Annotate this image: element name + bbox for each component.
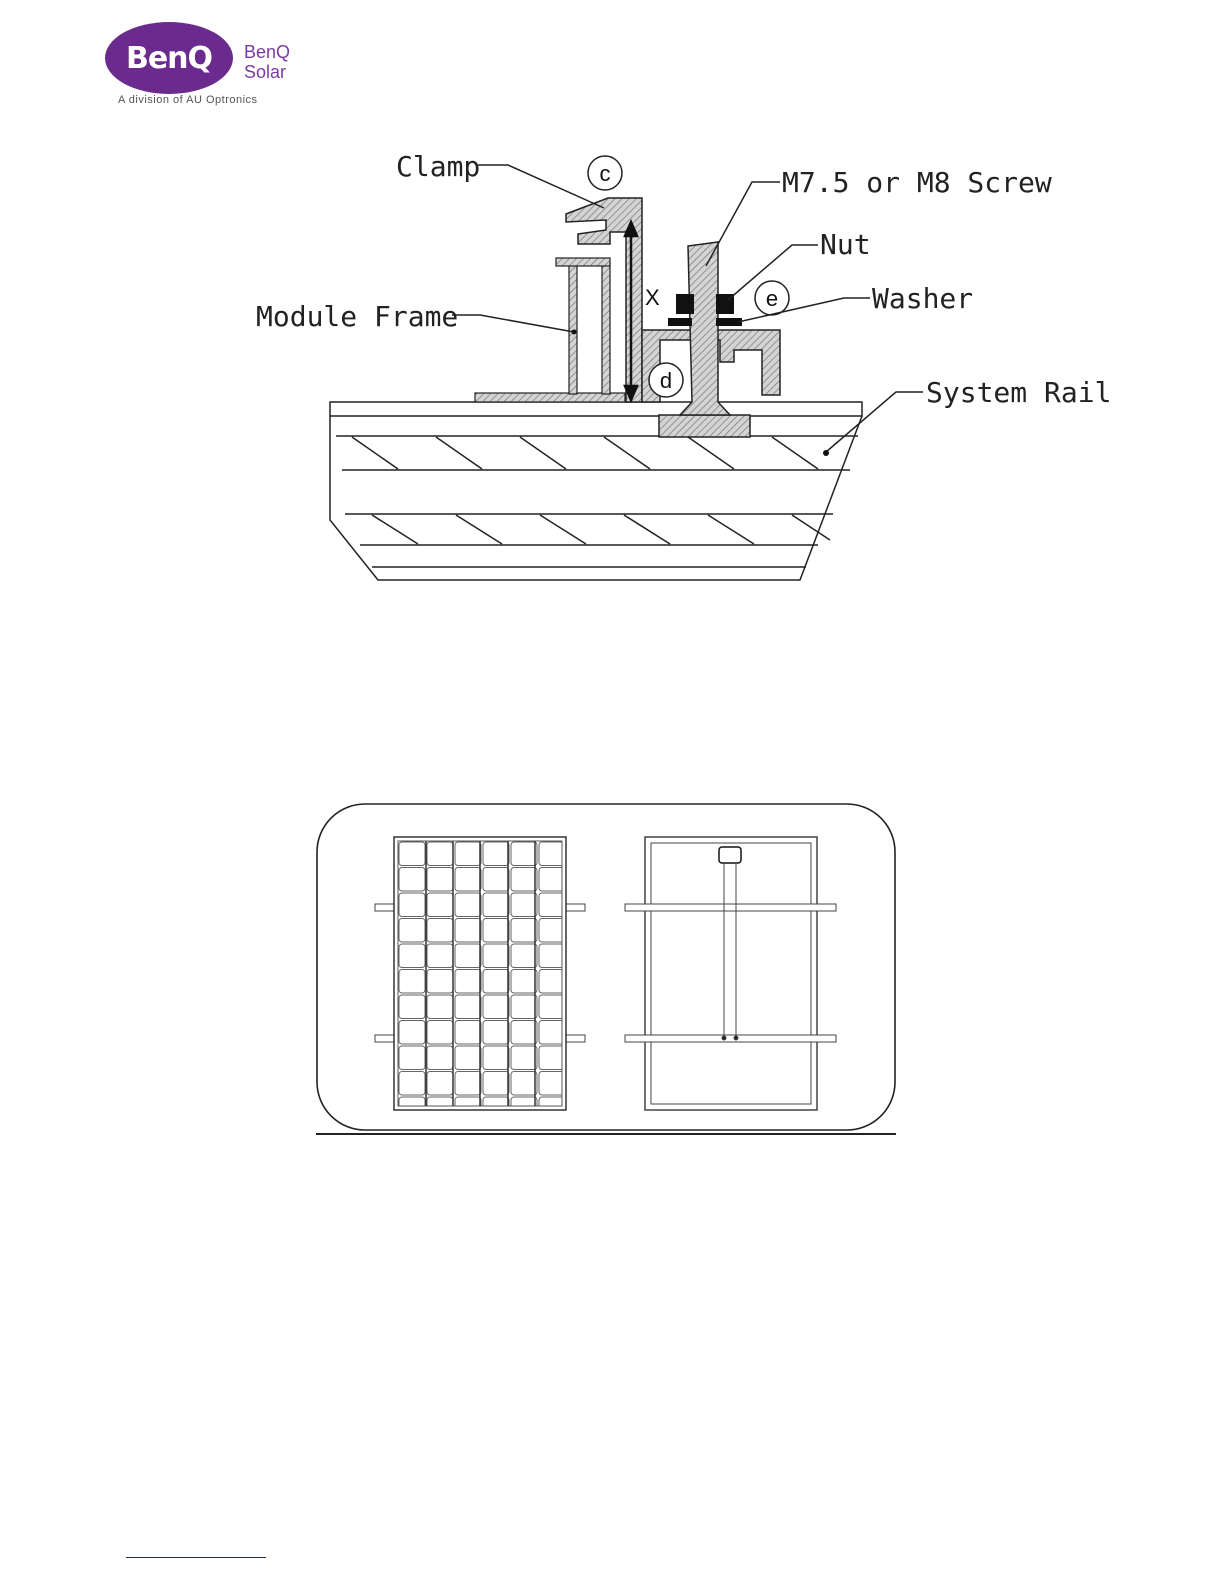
benq-logo-mark: BenQ bbox=[105, 42, 233, 76]
brand-name-line2: Solar bbox=[244, 62, 286, 82]
marker-e: e bbox=[755, 281, 789, 315]
panel-front-view bbox=[375, 837, 585, 1110]
screw-head bbox=[659, 415, 750, 437]
benq-solar-logo: BenQ BenQ Solar A division of AU Optroni… bbox=[100, 16, 300, 112]
label-washer: Washer bbox=[872, 282, 973, 315]
panel-back-view bbox=[625, 837, 836, 1110]
dimension-x-label: X bbox=[645, 285, 660, 310]
label-system-rail: System Rail bbox=[926, 376, 1111, 409]
panel-rail-layout-diagram bbox=[310, 798, 906, 1142]
brand-name-line1: BenQ bbox=[244, 42, 290, 62]
module-frame-leader-dot bbox=[572, 330, 577, 335]
footer-link-rule bbox=[126, 1557, 266, 1558]
label-clamp: Clamp bbox=[396, 150, 480, 183]
marker-c: c bbox=[588, 156, 622, 190]
label-nut: Nut bbox=[820, 228, 871, 261]
clamp-cross-section-diagram: X c d e Clamp M7.5 or M8 Screw Nut Washe… bbox=[240, 140, 1120, 600]
system-rail-leader-dot bbox=[823, 450, 829, 456]
screw-shaft bbox=[680, 242, 730, 415]
marker-d: d bbox=[649, 363, 683, 397]
module-frame bbox=[475, 258, 625, 402]
label-screw: M7.5 or M8 Screw bbox=[782, 166, 1052, 199]
svg-text:d: d bbox=[660, 368, 672, 393]
label-module-frame: Module Frame bbox=[256, 300, 458, 333]
logo-tagline: A division of AU Optronics bbox=[118, 94, 258, 106]
svg-text:e: e bbox=[766, 286, 778, 311]
svg-text:c: c bbox=[600, 161, 611, 186]
system-rail bbox=[330, 402, 862, 580]
